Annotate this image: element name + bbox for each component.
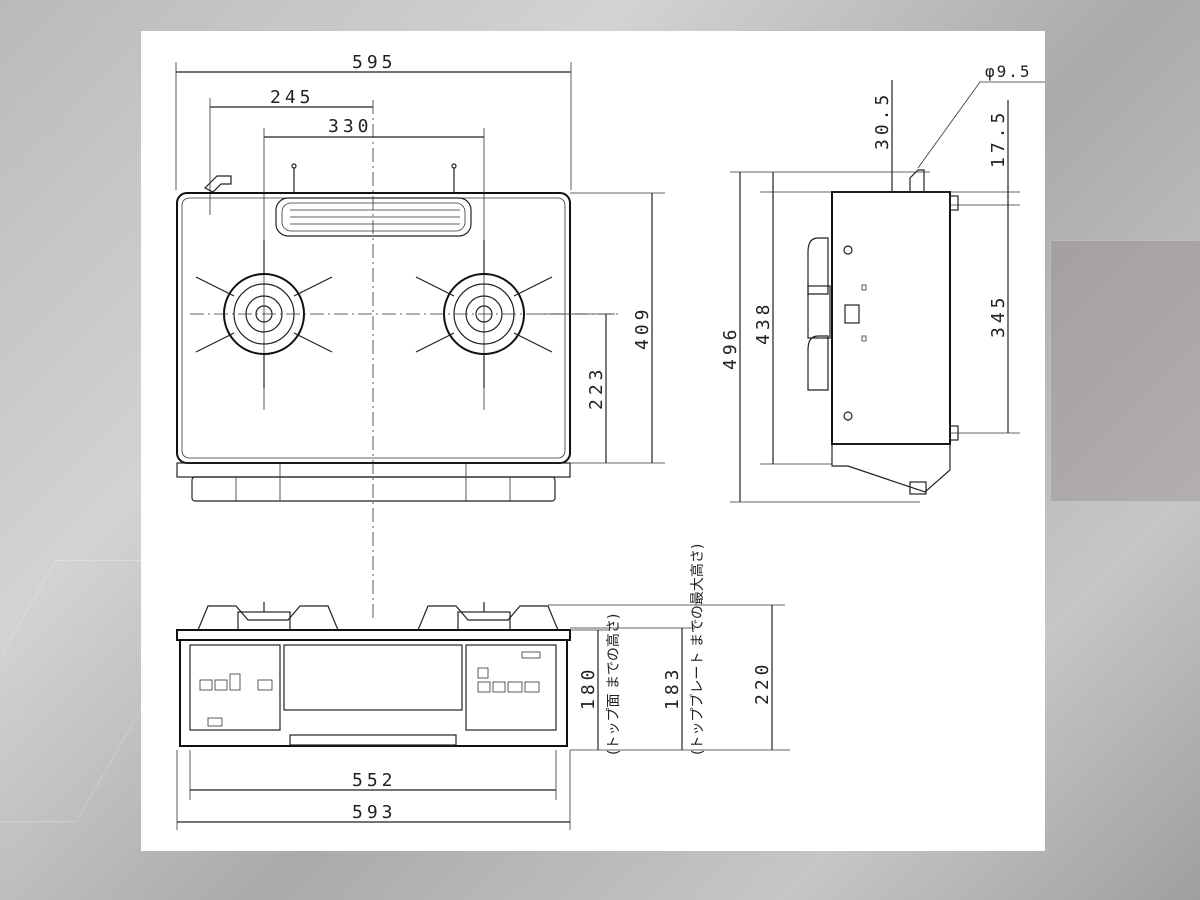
- dim-220: 220: [752, 660, 773, 705]
- side-view: φ9.5 496 438 30.5 17.5 345: [720, 62, 1045, 503]
- dim-330: 330: [328, 116, 373, 137]
- front-view: 180 (トップ面 までの高さ) 183 (トップブレート までの最大高さ) 2…: [176, 544, 790, 830]
- note-180: (トップ面 までの高さ): [605, 614, 622, 755]
- dim-17-5: 17.5: [988, 109, 1009, 168]
- dim-345: 345: [988, 293, 1009, 338]
- dim-pipe-diameter: φ9.5: [985, 62, 1032, 81]
- dim-409: 409: [632, 305, 653, 350]
- note-183: (トップブレート までの最大高さ): [689, 544, 706, 755]
- technical-drawing: 595 245 330: [175, 52, 1045, 830]
- dim-438: 438: [753, 300, 774, 345]
- dim-183: 183: [662, 665, 683, 710]
- dim-223: 223: [586, 365, 607, 410]
- dim-180: 180: [578, 665, 599, 710]
- drawing-sheet: 595 245 330: [141, 31, 1045, 851]
- dim-552: 552: [352, 770, 397, 791]
- dim-30-5: 30.5: [872, 91, 893, 150]
- background-tile: [1050, 240, 1200, 502]
- top-view: 595 245 330: [175, 52, 665, 620]
- dim-496: 496: [720, 325, 741, 370]
- dim-245: 245: [270, 87, 315, 108]
- dim-593: 593: [352, 802, 397, 823]
- dim-595: 595: [352, 52, 397, 73]
